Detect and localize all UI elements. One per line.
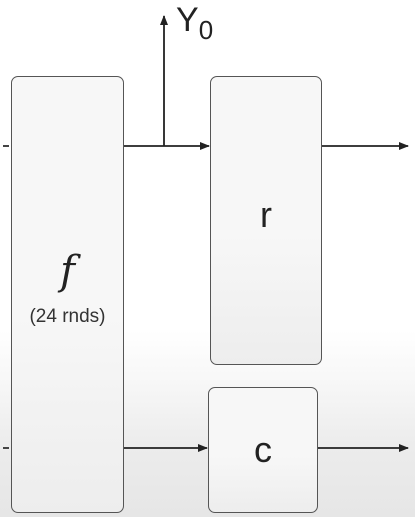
block-f: f (24 rnds) [11,76,124,513]
block-f-label: f [60,248,75,294]
block-c-label: c [254,429,272,470]
block-c: c [208,387,318,513]
block-r-label: r [260,194,272,235]
output-y0-label: Y0 [176,0,214,45]
output-y0-symbol: Y [176,1,199,39]
block-f-sublabel: (24 rnds) [29,306,106,327]
block-r: r [210,76,322,365]
output-y0-subscript: 0 [198,15,214,45]
